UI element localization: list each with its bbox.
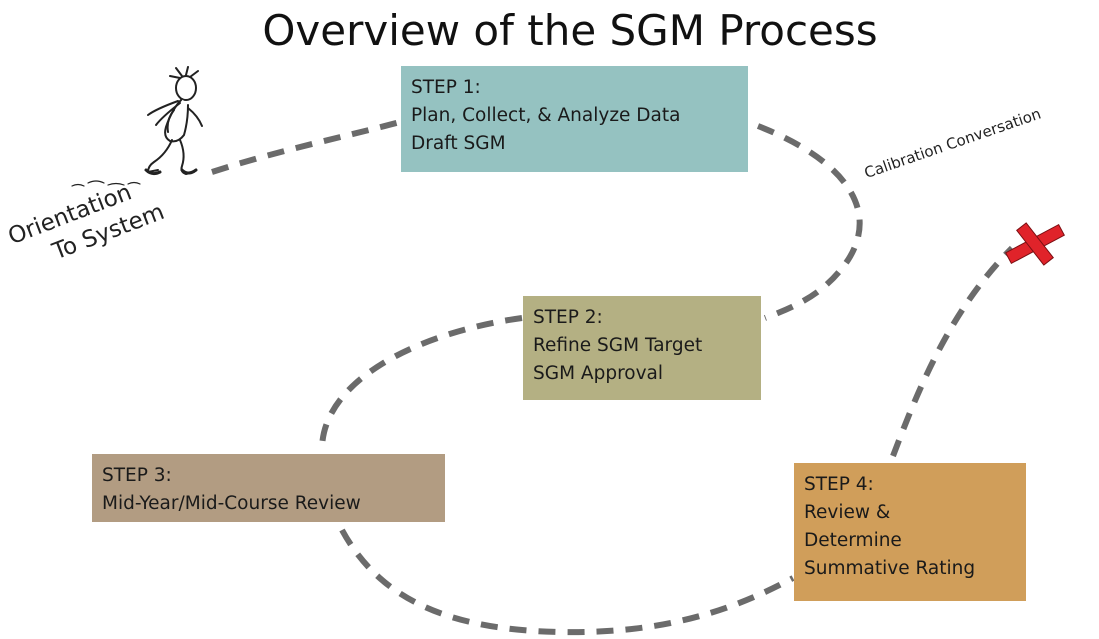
path-segment-orientation-to-step1 <box>211 119 401 175</box>
step-2-heading: STEP 2: <box>533 307 603 328</box>
step-1-box: STEP 1: Plan, Collect, & Analyze Data Dr… <box>401 66 748 172</box>
finish-x-marker-icon <box>1005 222 1065 266</box>
step-2-line-2: SGM Approval <box>533 363 664 384</box>
path-segment-step1-to-step2 <box>756 123 863 321</box>
step-4-box: STEP 4: Review & Determine Summative Rat… <box>794 463 1026 601</box>
step-1-heading: STEP 1: <box>411 77 481 98</box>
step-4-heading: STEP 4: <box>804 474 874 495</box>
step-2-line-1: Refine SGM Target <box>533 335 703 356</box>
finish-marker-bar-vertical <box>1016 222 1054 266</box>
path-segment-step3-to-step4 <box>339 528 795 636</box>
step-4-line-3: Summative Rating <box>804 558 976 579</box>
step-4-line-1: Review & <box>804 502 891 523</box>
step-3-box: STEP 3: Mid-Year/Mid-Course Review <box>92 454 445 522</box>
path-segment-step2-to-step3 <box>318 315 523 453</box>
page-title: Overview of the SGM Process <box>262 6 878 55</box>
step-2-box: STEP 2: Refine SGM Target SGM Approval <box>523 296 761 400</box>
step-1-line-2: Draft SGM <box>411 133 506 154</box>
step-3-heading: STEP 3: <box>102 465 172 486</box>
step-1-line-1: Plan, Collect, & Analyze Data <box>411 105 681 126</box>
step-3-line-1: Mid-Year/Mid-Course Review <box>102 493 361 514</box>
path-segment-step4-to-finish <box>890 245 1015 458</box>
walking-person-icon <box>71 66 203 187</box>
step-4-line-2: Determine <box>804 530 902 551</box>
